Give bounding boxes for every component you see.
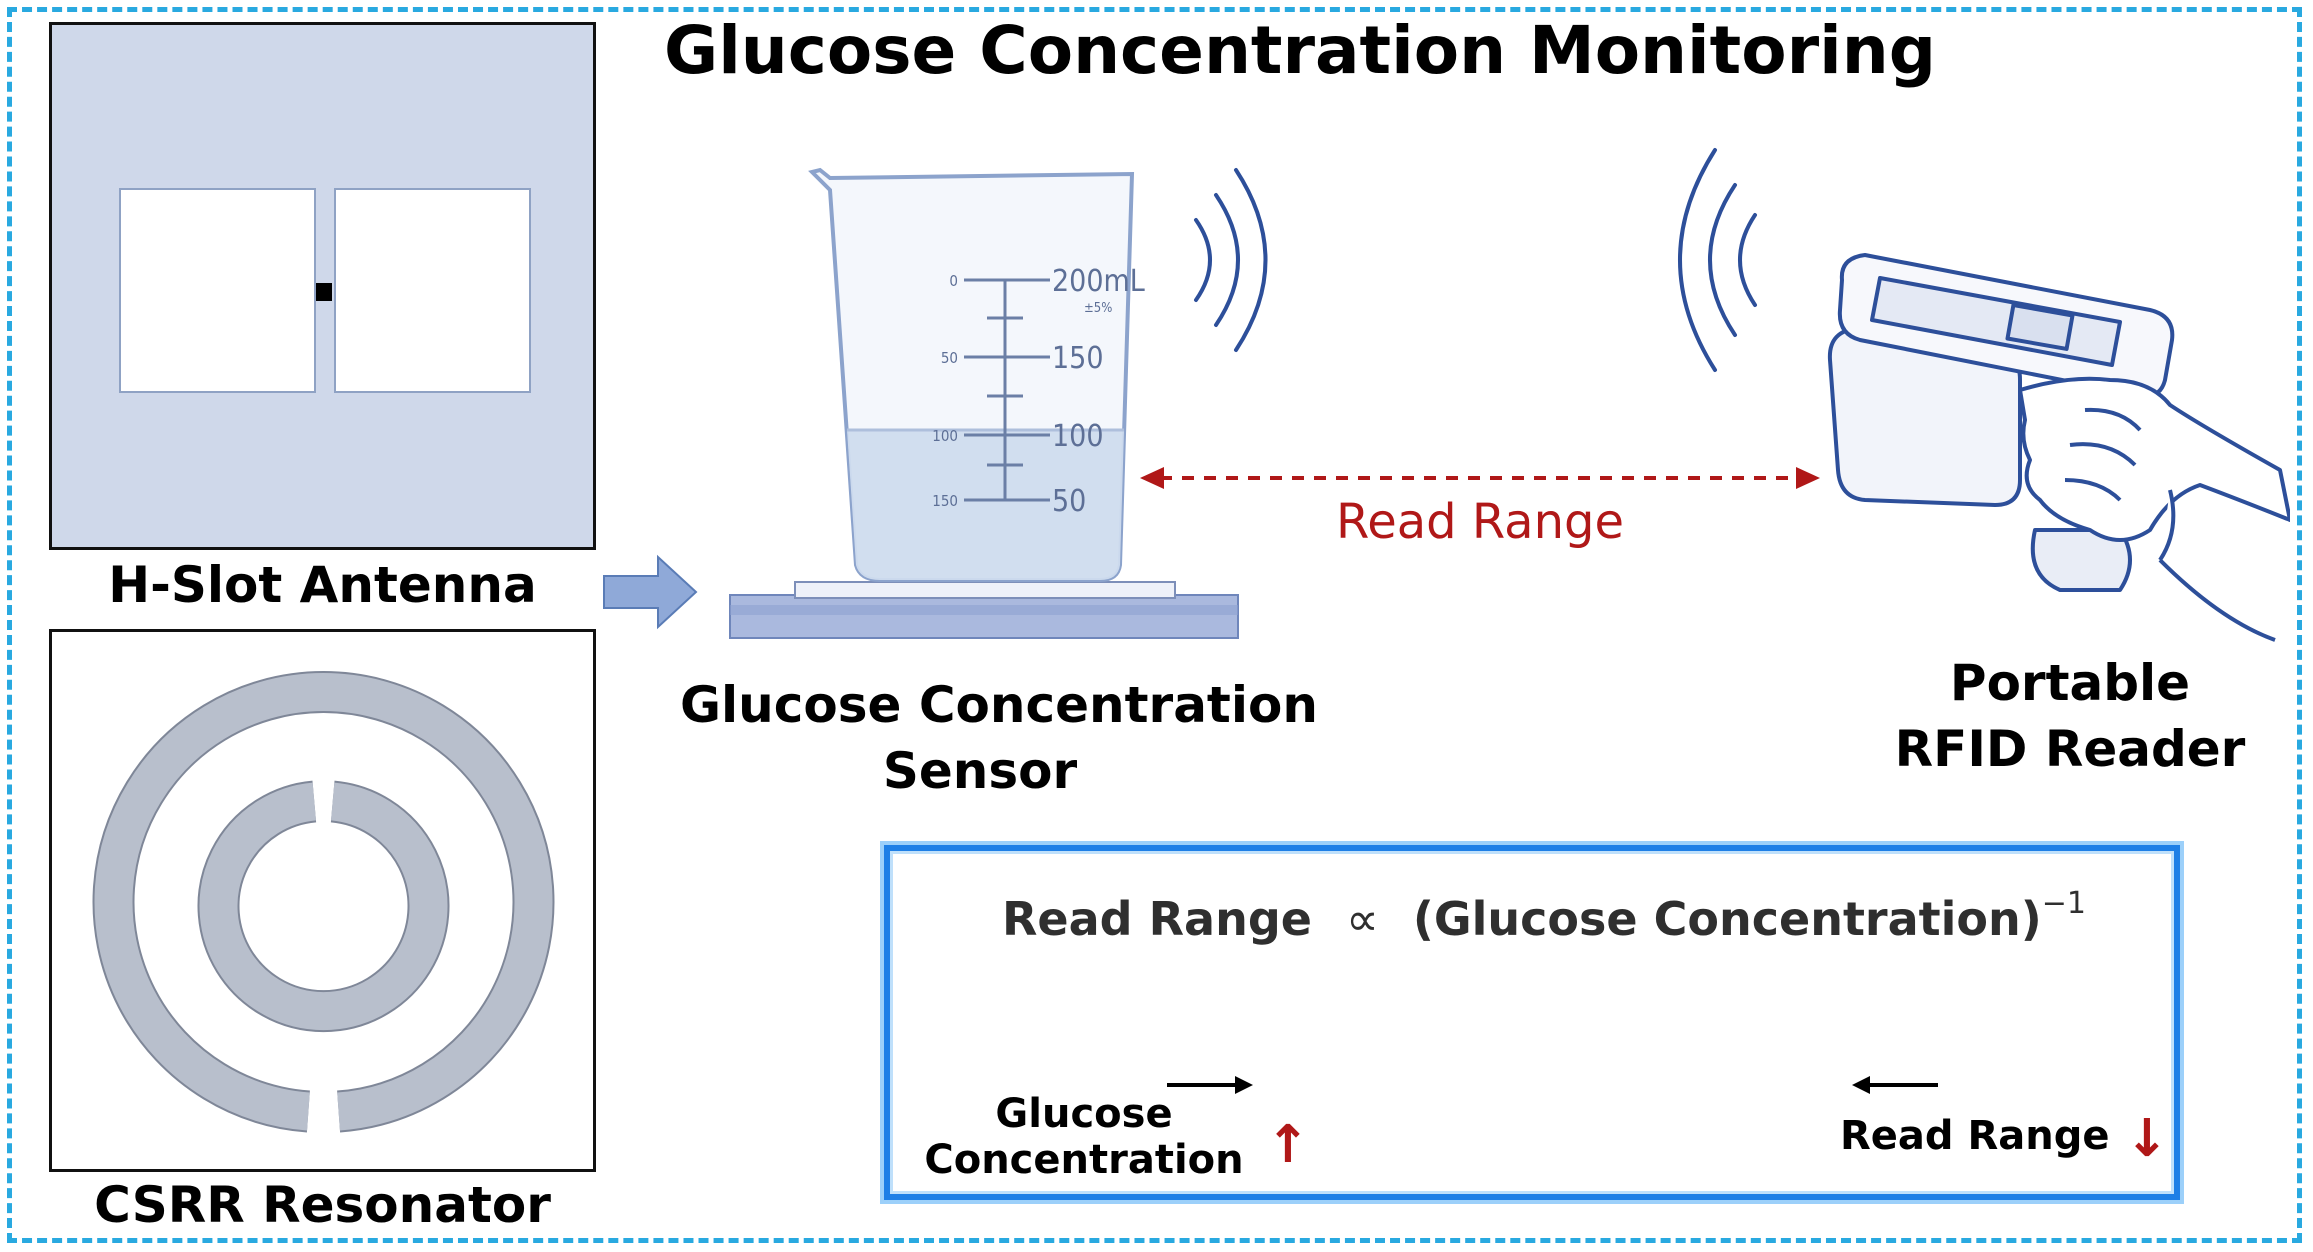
read-range-result-label: Read Range	[1840, 1113, 2110, 1159]
beaker-scale-left-50: 50	[941, 349, 958, 367]
relation-formula-box: Read Range ∝ (Glucose Concentration)−1 G…	[884, 845, 2180, 1200]
antenna-patch-left	[119, 188, 316, 393]
diagram-title: Glucose Concentration Monitoring	[664, 12, 1936, 89]
glucose-solution	[847, 430, 1124, 580]
beaker-scale-right-150: 150	[1052, 341, 1104, 376]
antenna-caption: H-Slot Antenna	[108, 556, 537, 614]
formula-expression: Read Range ∝ (Glucose Concentration)−1	[1002, 886, 2086, 946]
glucose-concentration-label: Glucose Concentration	[924, 1091, 1244, 1183]
formula-exponent: −1	[2041, 886, 2087, 921]
reader-caption-line2: RFID Reader	[1894, 720, 2246, 778]
arrow-right-icon	[1167, 1076, 1253, 1094]
csrr-rings-icon	[92, 671, 555, 1133]
beaker-capacity-label: 200mL	[1052, 264, 1145, 299]
reader-wireless-signal-icon	[1678, 148, 1757, 372]
reader-caption: Portable RFID Reader	[1850, 650, 2290, 782]
sensor-caption-line1: Glucose Concentration	[680, 676, 1318, 734]
formula-proportional-symbol: ∝	[1345, 892, 1379, 946]
diagram-frame	[7, 7, 2302, 1243]
read-range-arrow	[1140, 467, 1820, 489]
beaker-scale-left-150: 150	[932, 492, 958, 510]
formula-lhs: Read Range	[1002, 892, 1312, 946]
rfid-reader-hand-icon	[1827, 253, 2290, 642]
sensor-patch	[794, 581, 1176, 599]
increase-arrow-icon: ↑	[1266, 1115, 1310, 1175]
arrow-left-icon	[1852, 1076, 1938, 1094]
beaker-sensor-icon: 200mL ±5% 150 100 50 0 50 100 150	[729, 167, 1239, 639]
csrr-resonator-panel	[49, 629, 596, 1172]
formula-rhs: (Glucose Concentration)	[1412, 892, 2042, 946]
decrease-arrow-icon: ↓	[2125, 1109, 2169, 1169]
beaker-scale-left-0: 0	[949, 272, 958, 290]
h-slot-antenna-panel	[49, 22, 596, 550]
antenna-patch-right	[334, 188, 531, 393]
sensor-caption-line2: Sensor	[882, 742, 1078, 800]
beaker-scale-right-100: 100	[1052, 419, 1104, 454]
beaker-scale-left-100: 100	[932, 427, 958, 445]
beaker-tolerance-label: ±5%	[1084, 301, 1112, 316]
sensor-substrate	[729, 594, 1239, 639]
block-arrow-right-icon	[603, 554, 698, 630]
sensor-caption: Glucose Concentration Sensor	[680, 672, 1318, 804]
glucose-label-line2: Concentration	[924, 1137, 1244, 1183]
reader-caption-line1: Portable	[1949, 654, 2191, 712]
glucose-label-line1: Glucose	[995, 1091, 1173, 1137]
resonator-caption: CSRR Resonator	[94, 1176, 551, 1234]
beaker-scale-right-50: 50	[1052, 484, 1086, 519]
antenna-feed-point	[316, 283, 332, 301]
read-range-label: Read Range	[1336, 494, 1624, 550]
sensor-wireless-signal-icon	[1194, 168, 1268, 352]
